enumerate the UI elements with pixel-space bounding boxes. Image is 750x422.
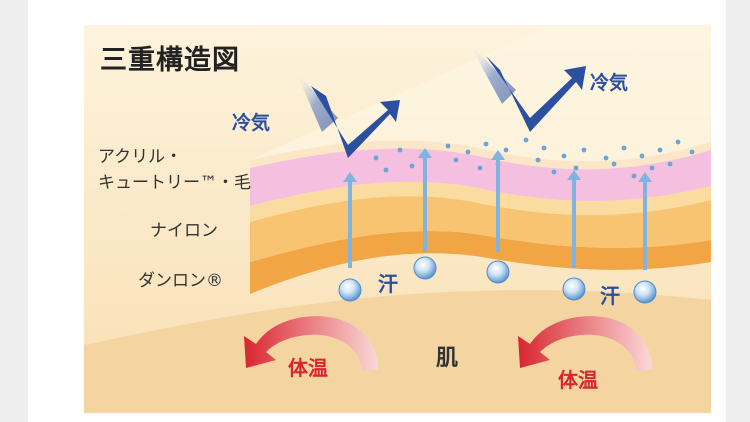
sweat-up-arrow [638, 172, 652, 270]
vapor-dot [573, 165, 579, 171]
vapor-dot [561, 153, 567, 159]
sweat-drop [486, 260, 510, 284]
vapor-dot [689, 149, 695, 155]
vapor-dot [503, 147, 509, 153]
vapor-dot [631, 173, 637, 179]
sweat-up-arrow [567, 170, 581, 268]
cold-air-label-right: 冷気 [590, 72, 629, 94]
sweat-drops [338, 256, 657, 304]
diagram-frame: 三重構造図 冷気 冷気 アクリル・ キュートリー™・毛 ナイロン ダンロン® 汗… [28, 0, 726, 422]
body-heat-arrow-right [518, 316, 652, 370]
body-heat-arrow-left [244, 316, 378, 370]
nylon-layer [250, 196, 711, 262]
sweat-up-arrow [491, 150, 505, 252]
vapor-dot [373, 155, 379, 161]
sweat-up-arrow [343, 172, 357, 268]
vapor-dot [611, 161, 617, 167]
sweat-label-left: 汗 [378, 272, 398, 296]
vapor-dot [581, 147, 587, 153]
skin-label: 肌 [436, 346, 459, 371]
vapor-dot [483, 141, 489, 147]
vapor-dot [603, 155, 609, 161]
vapor-dot [383, 167, 389, 173]
vapor-dot [675, 139, 681, 145]
vapor-dot [409, 163, 415, 169]
vapor-dot [649, 165, 655, 171]
vapor-dot [551, 169, 557, 175]
vapor-dot [621, 145, 627, 151]
sweat-label-right: 汗 [600, 284, 620, 308]
cold-air-label-left: 冷気 [232, 112, 271, 134]
layer-label-nylon: ナイロン [150, 221, 218, 241]
vapor-dot [397, 147, 403, 153]
sweat-drop [338, 278, 362, 302]
vapor-dot [541, 145, 547, 151]
diagram-title: 三重構造図 [100, 45, 240, 76]
layer-label-acrylic-line2: キュートリー™・毛 [98, 173, 251, 193]
vapor-dot [477, 165, 483, 171]
outer-air-region [250, 25, 711, 162]
vapor-dot [535, 157, 541, 163]
danron-layer [250, 231, 711, 294]
layer-label-danron: ダンロン® [138, 271, 223, 291]
nylon-highlight [250, 181, 711, 222]
vapor-dot [453, 157, 459, 163]
acrylic-layer [250, 148, 711, 206]
sweat-arrows [343, 148, 652, 270]
body-heat-label-left: 体温 [288, 356, 328, 380]
fabric-top-edge [250, 140, 711, 170]
vapor-dot [657, 147, 663, 153]
sweat-drop [413, 256, 437, 280]
cold-air-arrow-left [296, 72, 400, 158]
vapor-dot [639, 153, 645, 159]
sweat-drop [633, 280, 657, 304]
vapor-dot [523, 137, 529, 143]
three-layer-structure-diagram [84, 25, 711, 413]
body-heat-label-right: 体温 [558, 368, 598, 392]
vapor-dot [465, 149, 471, 155]
sweat-up-arrow [418, 148, 432, 252]
layer-label-acrylic-line1: アクリル・ [98, 147, 183, 167]
vapor-dot [445, 143, 451, 149]
cold-air-arrow-right [470, 45, 586, 132]
sweat-drop [562, 277, 586, 301]
vapor-dot [667, 161, 673, 167]
skin-layer [84, 290, 711, 413]
